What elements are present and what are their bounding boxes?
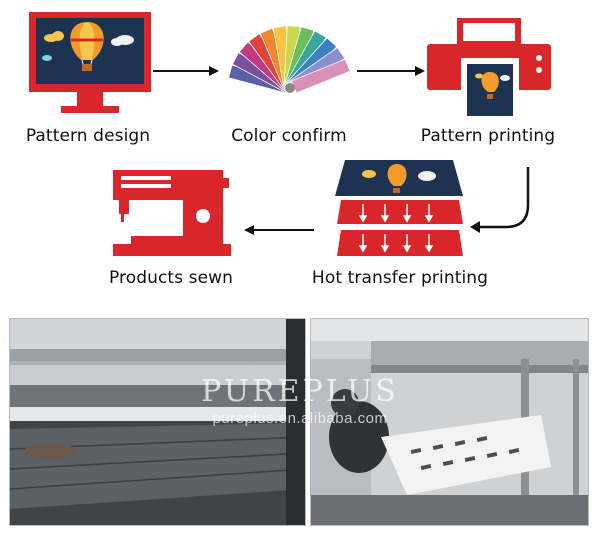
photo-transfer-machine-left xyxy=(9,318,306,526)
watermark-url: pureplus.en.alibaba.com xyxy=(212,410,388,427)
arrow-right-icon xyxy=(153,66,219,76)
color-fan-icon xyxy=(228,25,351,94)
monitor-balloon-icon xyxy=(29,12,151,113)
arrow-curved-icon xyxy=(470,167,530,233)
arrow-left-icon xyxy=(244,225,314,235)
watermark-brand: PUREPLUS xyxy=(201,374,399,409)
step-label-color-confirm: Color confirm xyxy=(231,126,347,146)
heat-press-icon xyxy=(335,160,463,256)
step-label-products-sewn: Products sewn xyxy=(108,268,234,288)
printer-icon xyxy=(427,18,551,118)
step-label-hot-transfer-printing: Hot transfer printing xyxy=(311,268,489,288)
arrow-right-icon xyxy=(357,66,425,76)
step-label-pattern-design: Pattern design xyxy=(25,126,151,146)
step-label-pattern-printing: Pattern printing xyxy=(420,126,556,146)
photo-transfer-machine-right xyxy=(310,318,589,526)
sewing-machine-icon xyxy=(113,170,231,256)
